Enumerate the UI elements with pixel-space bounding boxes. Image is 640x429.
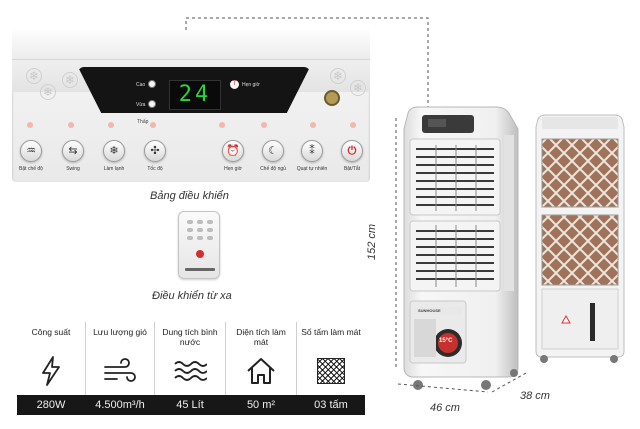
- spec-label: Lưu lượng gió: [93, 327, 147, 337]
- spec-cooling-area: Diện tích làm mát: [226, 322, 296, 395]
- speed-button[interactable]: ✣: [144, 140, 166, 162]
- power-button-label: Bật/Tắt: [343, 166, 361, 172]
- snowflake-icon: ❄: [26, 68, 42, 84]
- display-low-label: Thấp: [137, 119, 149, 125]
- indicator-led: [310, 122, 316, 128]
- fan-icon: ✣: [150, 144, 160, 157]
- spec-cooling-pads: Số tấm làm mát: [297, 322, 365, 395]
- indicator-led: [261, 122, 267, 128]
- spec-label: Dung tích bình nước: [162, 327, 218, 347]
- spec-airflow: Lưu lượng gió: [86, 322, 154, 395]
- humidify-icon: ♒: [26, 144, 36, 157]
- natural-wind-button[interactable]: ⁑: [301, 140, 323, 162]
- spec-label: Số tấm làm mát: [301, 327, 361, 337]
- sensor-knob: [324, 90, 340, 106]
- wind-icon: [86, 356, 154, 386]
- water-waves-icon: [155, 356, 225, 386]
- spec-water-tank-value: 45 Lít: [176, 399, 204, 411]
- indicator-led: [219, 122, 225, 128]
- spec-label: Công suất: [31, 327, 71, 337]
- humidify-button-label: Bật chế độ: [19, 166, 43, 172]
- snowflake-icon: ❄: [62, 72, 78, 88]
- wind-mode-icon: ⁑: [309, 144, 315, 157]
- speed-high-indicator: [148, 80, 156, 88]
- cool-button-label: Làm lạnh: [103, 166, 125, 172]
- speed-low-label: Vừa: [136, 102, 146, 108]
- indicator-led: [350, 122, 356, 128]
- power-icon: ⏻: [347, 144, 357, 157]
- spec-cooling-area-value: 50 m²: [246, 399, 276, 411]
- remote-caption: Điều khiển từ xa: [152, 290, 232, 302]
- moon-icon: ☾: [268, 144, 278, 157]
- indicator-led: [68, 122, 74, 128]
- cool-button[interactable]: ❄: [103, 140, 125, 162]
- timer-indicator-icon: T: [230, 80, 239, 89]
- snowflake-icon: ❄: [40, 84, 56, 100]
- indicator-led: [108, 122, 114, 128]
- timer-button-label: Hẹn giờ: [224, 166, 242, 172]
- brand-label: SUNHOUSE: [418, 308, 441, 313]
- speed-button-label: Tốc độ: [147, 166, 163, 172]
- remote-control: [178, 211, 220, 279]
- spec-label: Diện tích làm mát: [236, 327, 286, 347]
- swing-icon: ⇆: [68, 144, 78, 157]
- timer-label: Hẹn giờ: [242, 82, 260, 88]
- spec-power: Công suất: [17, 322, 85, 395]
- air-cooler-front: [403, 106, 519, 390]
- natural-wind-button-label: Quạt tự nhiên: [296, 166, 328, 172]
- speed-low-indicator: [148, 100, 156, 108]
- sleep-button[interactable]: ☾: [262, 140, 284, 162]
- sleep-button-label: Chế độ ngủ: [260, 166, 286, 172]
- spec-power-value: 280W: [36, 399, 66, 411]
- swing-button-label: Swing: [66, 166, 80, 172]
- air-cooler-back: [535, 114, 625, 363]
- depth-dimension: 38 cm: [520, 390, 550, 402]
- humidify-button[interactable]: ♒: [20, 140, 42, 162]
- temperature-display: 24: [169, 80, 221, 110]
- snowflake-icon: ❄: [109, 144, 119, 157]
- remote-power-button: [196, 250, 204, 258]
- width-dimension: 46 cm: [430, 402, 460, 414]
- spec-cooling-pads-value: 03 tấm: [314, 399, 348, 411]
- house-icon: [226, 356, 296, 386]
- indicator-led: [27, 122, 33, 128]
- spec-values-bar: [17, 395, 365, 415]
- cooling-pad-icon: [297, 356, 365, 386]
- timer-button[interactable]: ⏰: [222, 140, 244, 162]
- swing-button[interactable]: ⇆: [62, 140, 84, 162]
- power-button[interactable]: ⏻: [341, 140, 363, 162]
- temperature-badge: 15°C: [439, 338, 453, 344]
- height-dimension: 152 cm: [366, 223, 379, 261]
- speed-high-label: Cao: [136, 82, 146, 88]
- control-panel-caption: Bảng điều khiển: [150, 190, 229, 202]
- indicator-led: [150, 122, 156, 128]
- spec-airflow-value: 4.500m³/h: [95, 399, 145, 411]
- snowflake-icon: ❄: [330, 68, 346, 84]
- lightning-icon: [17, 356, 85, 386]
- control-panel: ❄ ❄ ❄ ❄ ❄ Cao Vừa 24 T Hẹn giờ Thấp ♒ ⇆ …: [12, 30, 370, 182]
- alarm-clock-icon: ⏰: [226, 144, 240, 157]
- spec-table: Công suất Lưu lượng gió Dung tích bình n…: [17, 322, 365, 415]
- spec-water-tank: Dung tích bình nước: [155, 322, 225, 395]
- snowflake-icon: ❄: [350, 80, 366, 96]
